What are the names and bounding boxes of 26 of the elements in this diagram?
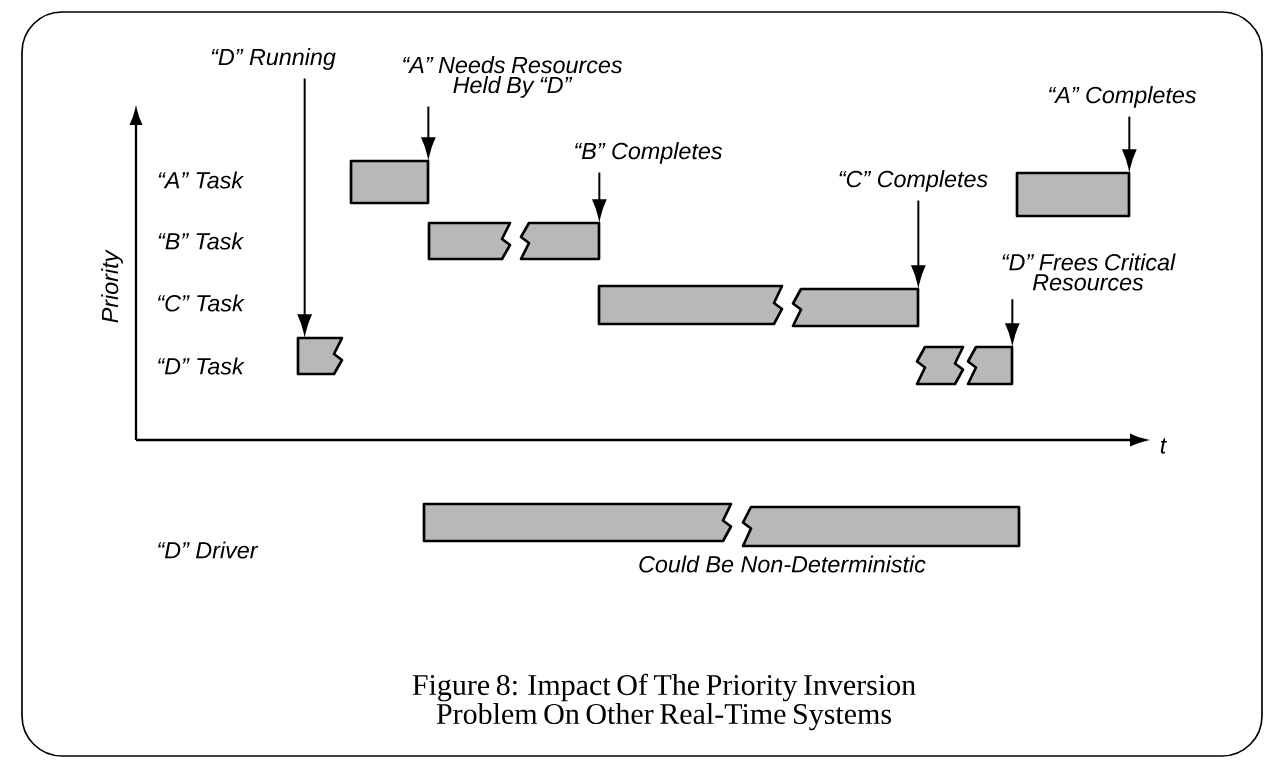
task-bar — [427, 221, 512, 261]
event-label: “D” Running — [211, 48, 336, 70]
task-bar — [519, 221, 601, 261]
event-label: “A” Needs Resources Held By “D” — [403, 56, 623, 98]
row-label: “C” Task — [158, 294, 245, 312]
task-bar — [966, 345, 1014, 386]
event-label: “D” Frees Critical Resources — [1002, 253, 1176, 291]
row-label: “D” Task — [158, 357, 245, 375]
task-bar — [422, 502, 733, 543]
row-label: Could Be Non-Deterministic — [639, 555, 926, 573]
task-bar — [349, 159, 430, 205]
axis-label: t — [1160, 438, 1168, 454]
task-bar — [597, 284, 784, 326]
figure-caption: Figure 8: Impact Of The Priority Inversion Problem On Other Real-Time Systems — [412, 673, 916, 731]
row-label: “B” Task — [158, 232, 244, 250]
task-bar — [791, 287, 920, 328]
row-label: “D” Driver — [158, 541, 259, 559]
event-label: “C” Completes — [839, 170, 988, 192]
task-bar — [1015, 171, 1131, 218]
task-bar — [741, 505, 1021, 548]
event-label: “A” Completes — [1049, 86, 1197, 108]
task-bar — [296, 336, 344, 376]
row-label: “A” Task — [158, 171, 244, 189]
axis-label: Priority — [101, 249, 123, 323]
task-bar — [915, 345, 965, 386]
event-label: “B” Completes — [575, 142, 723, 164]
